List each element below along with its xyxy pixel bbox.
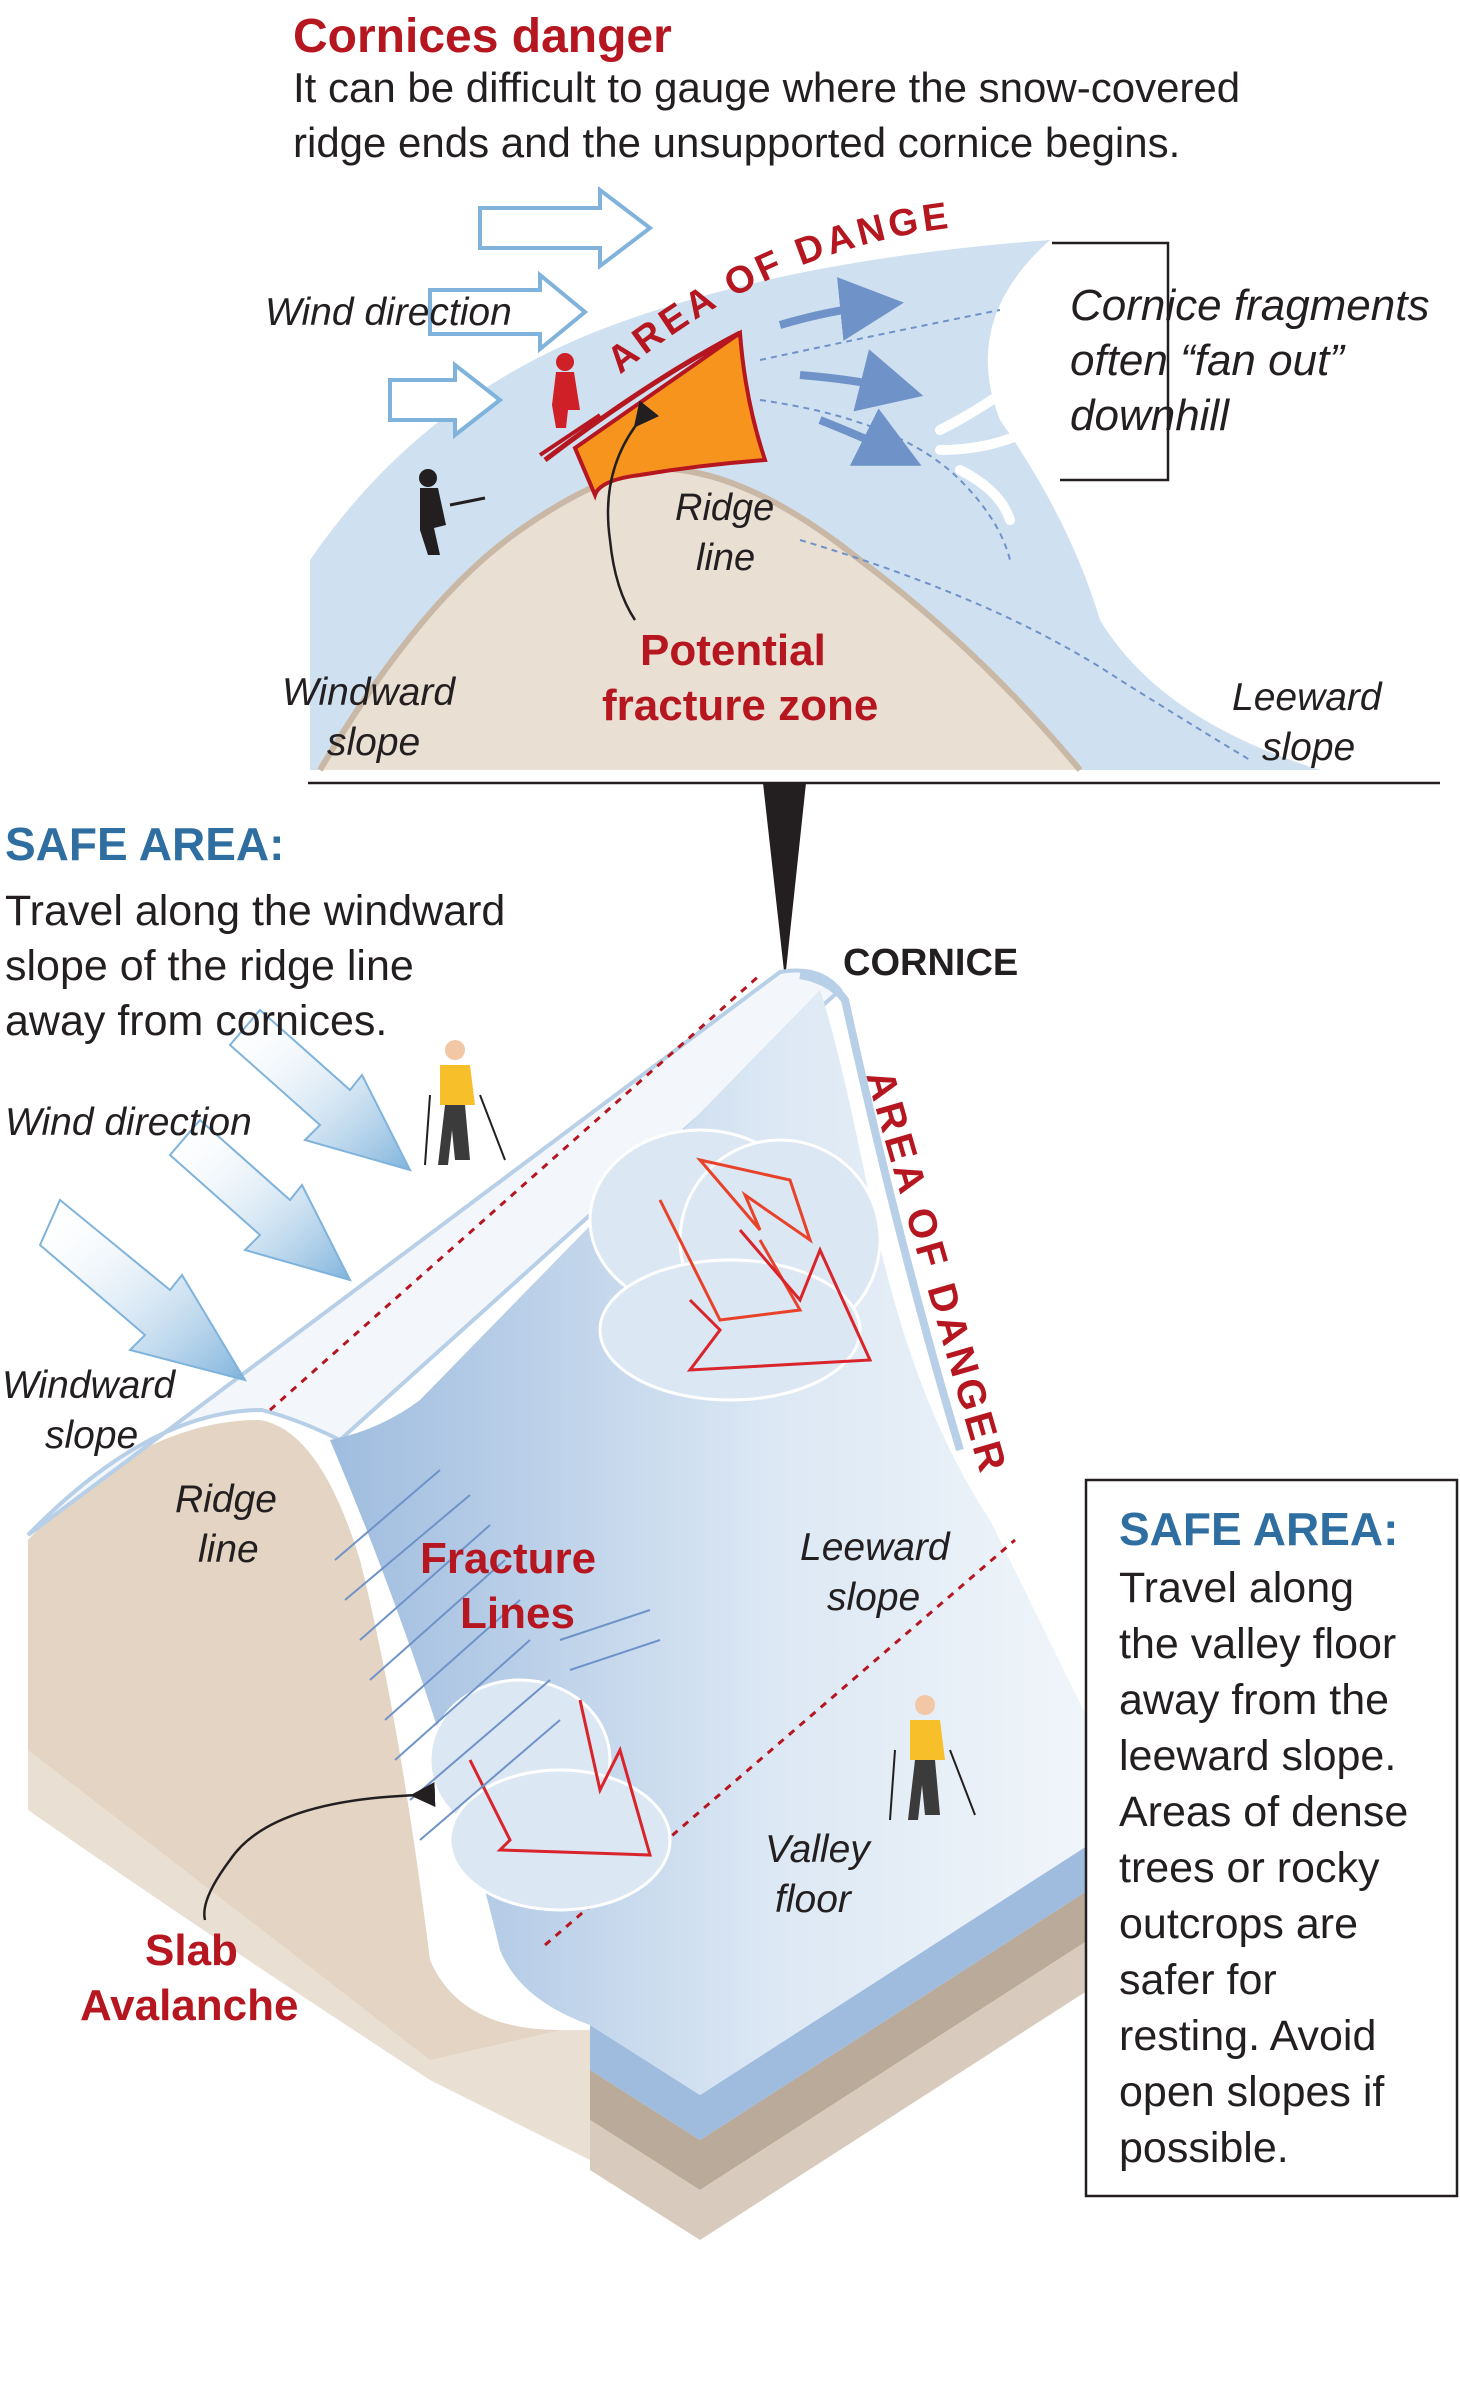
valley-floor-line1: Valley [765,1828,872,1871]
safe-line2: slope of the ridge line [5,942,414,990]
fracture-arrow [686,1229,873,1372]
safe-area-box [1084,1478,1459,2198]
fracture-zone [572,329,768,501]
box-line: away from the [1119,1676,1389,1724]
slab-avalanche-line2: Avalanche [80,1981,298,2030]
top-fracture-line2: fracture zone [602,681,878,730]
wind-arrow [428,270,589,354]
box-line: outcrops are [1119,1900,1358,1948]
safe-area-title: SAFE AREA: [5,818,284,870]
top-leeward-line1: Leeward [1232,676,1383,719]
box-line: Travel along [1119,1564,1354,1612]
fracture-arrow [695,1157,813,1244]
wind-arrow [38,1198,248,1382]
top-wind-direction-label: Wind direction [265,291,512,334]
box-line: safer for [1119,1956,1277,2004]
top-leeward-line2: slope [1262,726,1355,769]
bottom-ridge-line2: line [198,1528,259,1571]
cornice-label: CORNICE [843,942,1018,984]
fracture-lines-line1: Fracture [420,1534,596,1583]
person-icon [419,469,486,555]
box-safe-title: SAFE AREA: [1119,1503,1398,1555]
top-intro-line2: ridge ends and the unsupported cornice b… [293,119,1180,166]
top-fragments-line3: downhill [1070,391,1230,440]
fracture-lines-line2: Lines [460,1589,575,1638]
wind-arrow [228,1008,412,1172]
top-fragments-line1: Cornice fragments [1070,281,1429,330]
box-line: resting. Avoid [1119,2012,1376,2060]
wind-arrow [168,1118,352,1282]
box-line: open slopes if [1119,2068,1385,2116]
bottom-leeward-line1: Leeward [800,1526,951,1569]
skier-icon [889,1695,976,1821]
slab-avalanche-line1: Slab [145,1926,238,1975]
valley-floor-line2: floor [775,1878,853,1921]
bottom-windward-line1: Windward [2,1364,176,1407]
safe-line3: away from cornices. [5,997,387,1045]
top-ridge-illustration [308,185,1440,980]
top-intro-line1: It can be difficult to gauge where the s… [293,64,1240,111]
skier-icon [424,1040,506,1166]
person-icon [538,353,602,457]
top-windward-line2: slope [327,721,420,764]
top-fracture-line1: Potential [640,626,826,675]
box-line: possible. [1119,2124,1289,2172]
top-title: Cornices danger [293,10,672,63]
top-ridge-line2: line [696,537,755,579]
wind-arrow [388,360,504,440]
bottom-leeward-line2: slope [827,1576,920,1619]
top-ridge-line1: Ridge [675,487,774,529]
wind-arrow [478,185,654,271]
top-windward-line1: Windward [282,671,456,714]
fracture-arrow [468,1699,653,1857]
box-line: the valley floor [1119,1620,1396,1668]
bottom-windward-line2: slope [45,1414,138,1457]
bottom-terrain-block [26,968,1135,2240]
box-line: trees or rocky [1119,1844,1380,1892]
safe-line1: Travel along the windward [5,887,505,935]
bottom-wind-direction-label: Wind direction [5,1101,252,1144]
box-line: Areas of dense [1119,1788,1408,1836]
top-fragments-line2: often “fan out” [1070,336,1346,385]
box-line: leeward slope. [1119,1732,1396,1780]
bottom-ridge-line1: Ridge [175,1478,277,1521]
